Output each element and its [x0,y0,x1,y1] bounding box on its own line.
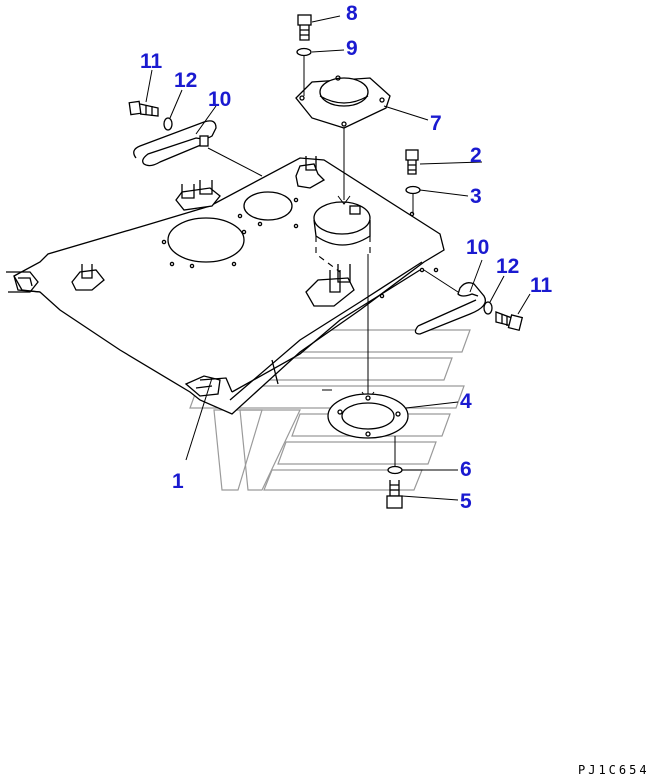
callout-6: 6 [460,458,472,481]
washer-6 [387,465,403,475]
callout-7: 7 [430,112,442,135]
callout-1: 1 [172,470,184,493]
callout-2: 2 [470,144,482,167]
washer-9 [296,47,312,57]
callout-12-left: 12 [174,69,197,92]
right-clip-assembly [414,269,524,335]
medium-hole [243,191,293,221]
drawing-code: PJ1C654 [578,763,650,777]
callout-11-right: 11 [530,274,553,297]
bolt-8 [297,14,312,41]
washer-12-right [483,301,493,315]
floor-plate [6,157,445,415]
callout-10-left: 10 [208,88,231,111]
lower-ring-assembly [315,236,409,509]
bolt-11-right [495,311,524,332]
callout-3: 3 [470,185,482,208]
washer-12-left [163,117,173,131]
plate-brackets [71,156,355,307]
callout-labels: 1 2 3 4 5 6 7 8 9 10 10 11 11 12 12 [140,2,553,513]
bolt-11-left [128,100,159,117]
callout-8: 8 [346,2,358,25]
callout-12-right: 12 [496,255,519,278]
washer-3 [405,185,421,195]
callout-5: 5 [460,490,472,513]
large-hole [167,217,245,263]
plate-holes [161,191,439,299]
bolt-5 [386,480,403,509]
center-hole [313,201,371,235]
center-hole-clip [349,205,361,215]
callout-11-left: 11 [140,50,163,73]
callout-10-right: 10 [466,236,489,259]
callout-9: 9 [346,37,358,60]
left-clip-assembly [128,100,263,177]
callout-leaders [145,15,531,501]
bolt-2-assembly [405,149,421,214]
clip-10-right [414,282,487,335]
upper-cover-assembly [295,14,391,205]
callout-4: 4 [460,390,472,413]
